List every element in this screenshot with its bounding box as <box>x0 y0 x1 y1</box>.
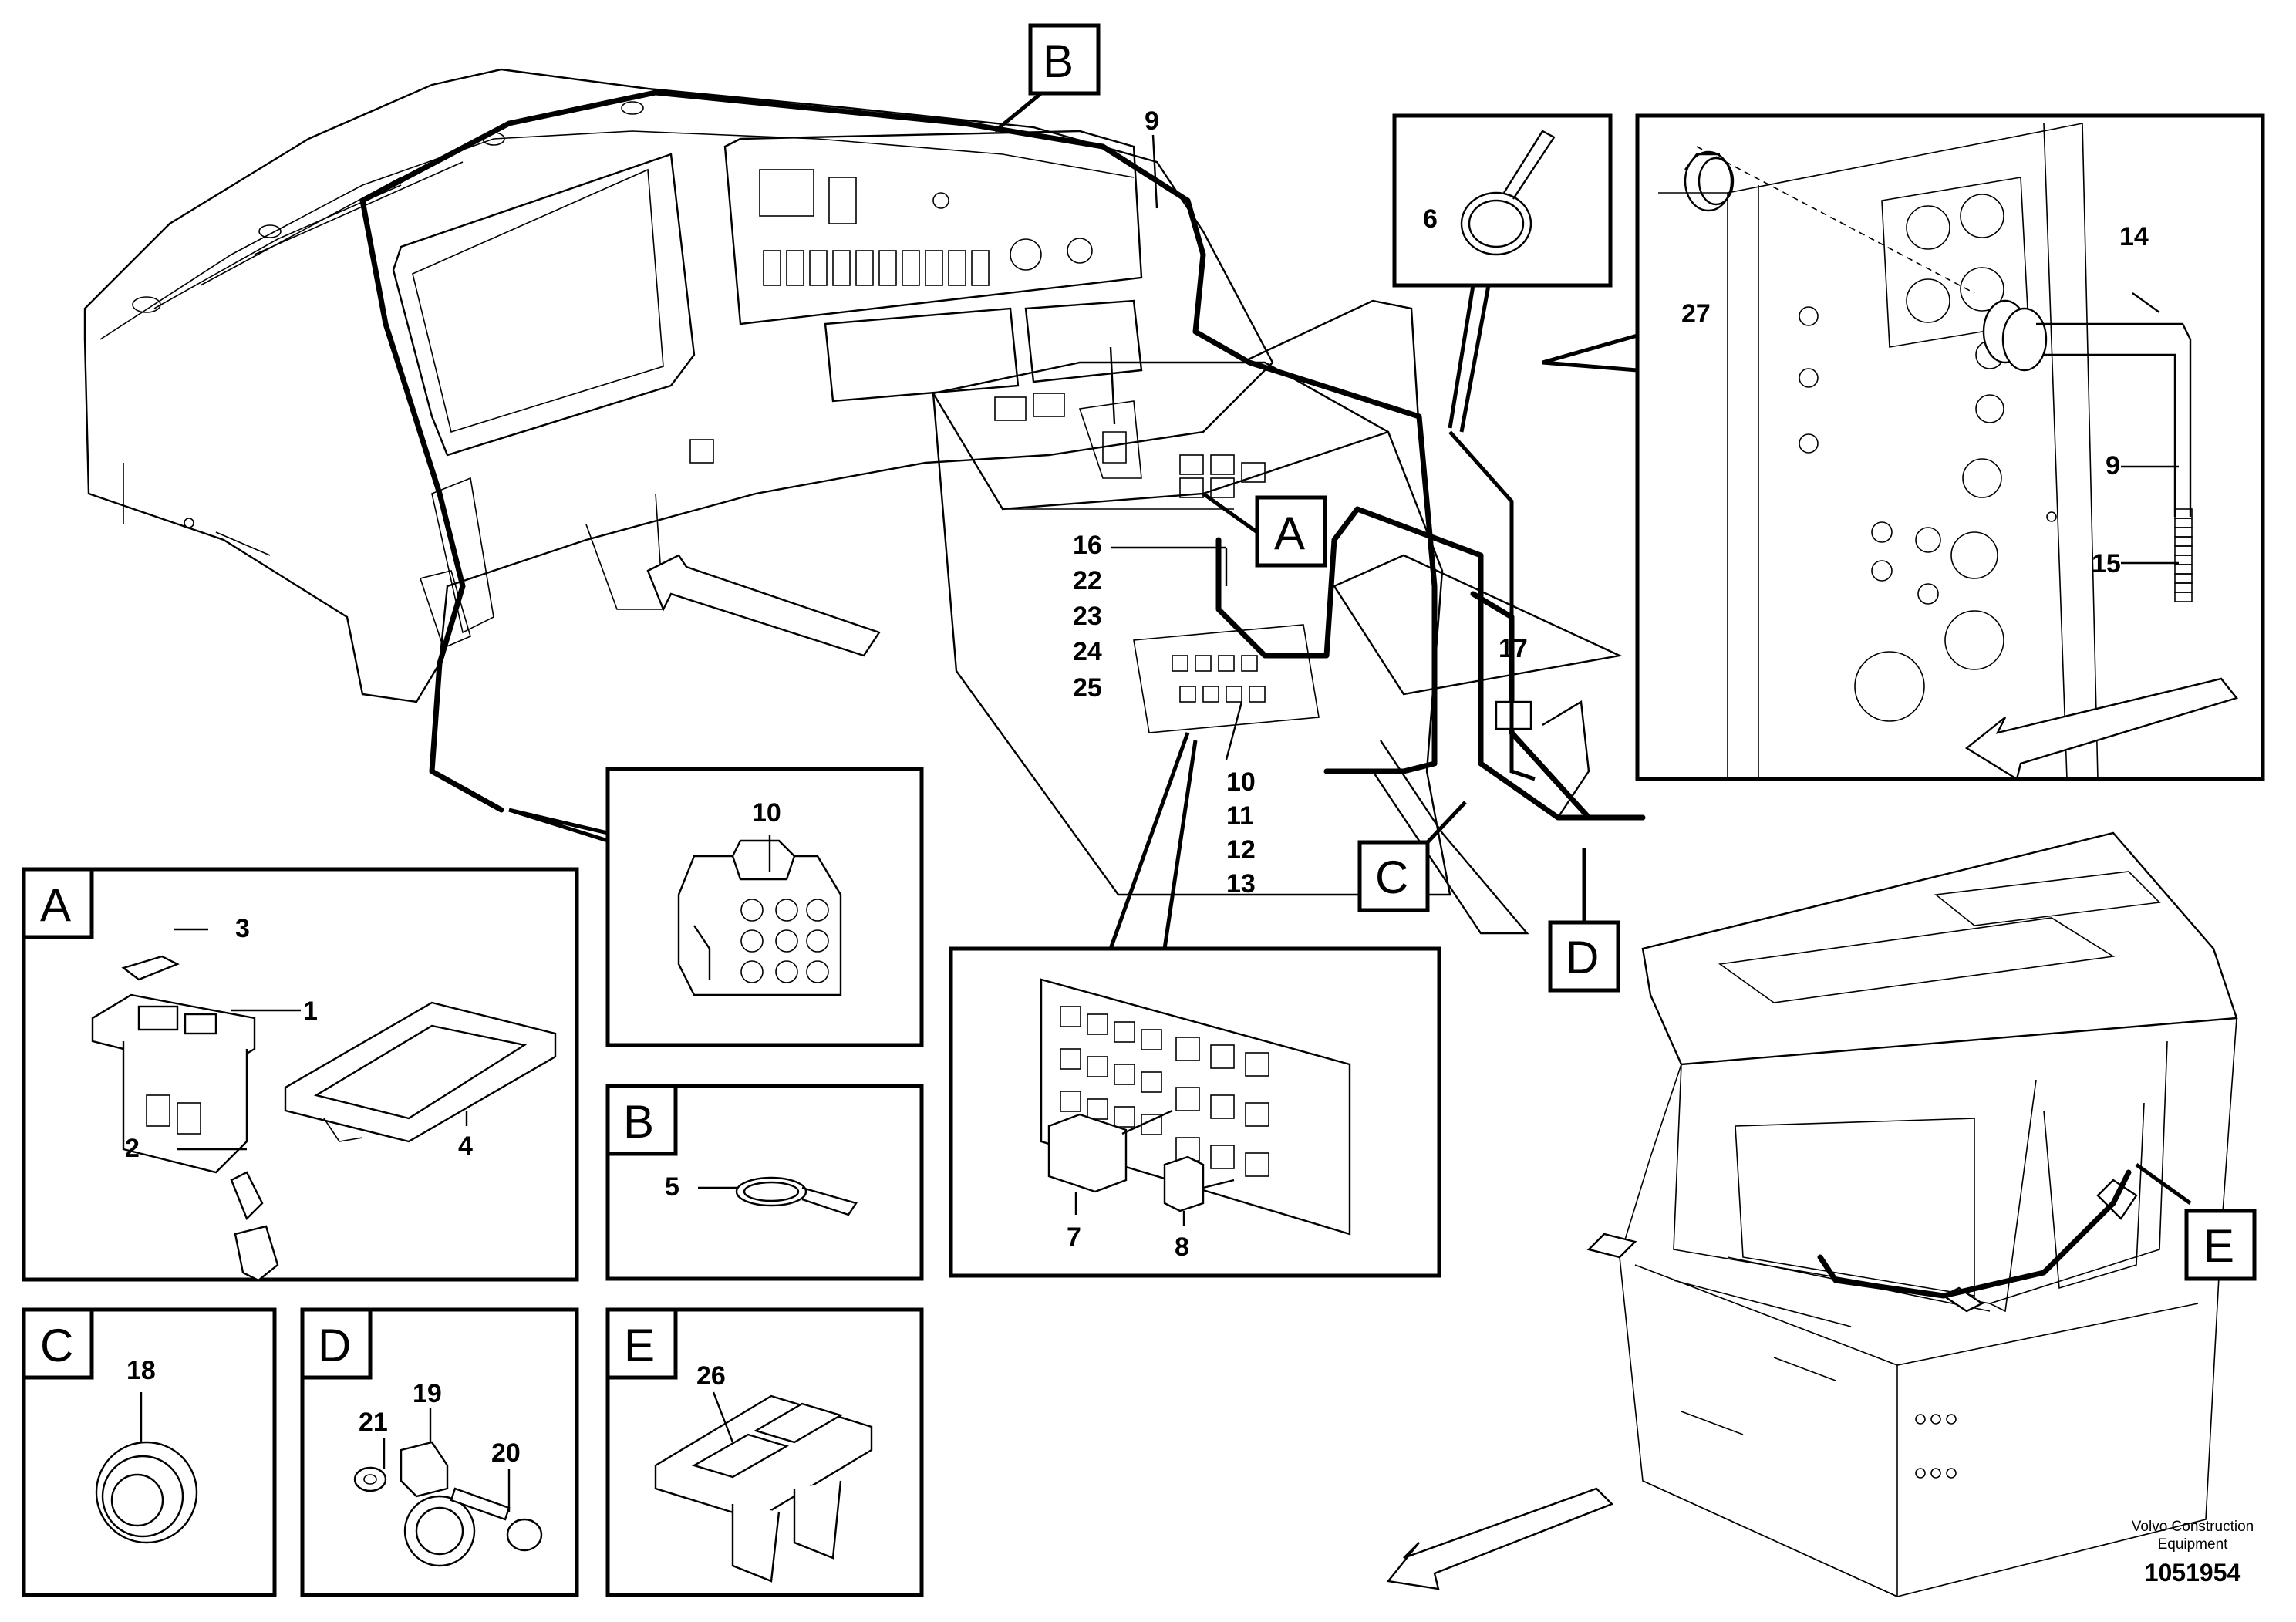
cab-drawing <box>1586 831 2238 1597</box>
label-9-top: 9 <box>1145 106 1159 136</box>
cable-tie-icon <box>1460 130 1556 256</box>
label-16: 16 <box>1073 531 1102 560</box>
detail-tag-d <box>300 1307 373 1380</box>
label-4: 4 <box>458 1131 473 1161</box>
letter-a-main: A <box>1274 508 1305 559</box>
arrow-down-left-icon <box>1386 1487 1614 1590</box>
drawing-number: 1051954 <box>2145 1559 2241 1587</box>
letter-b-detail: B <box>623 1096 654 1148</box>
label-3: 3 <box>235 914 250 943</box>
connector-10-icon <box>677 839 842 996</box>
callout-box-6 <box>1392 113 1613 288</box>
detail-tag-e <box>605 1307 678 1380</box>
label-14: 14 <box>2119 222 2149 251</box>
callout-box-relay-fuse <box>949 946 1441 1278</box>
switch-bezel-26-icon <box>654 1394 873 1583</box>
label-19: 19 <box>413 1379 442 1408</box>
grommet-18-icon <box>95 1441 198 1544</box>
label-26: 26 <box>696 1361 726 1391</box>
detail-box-a <box>22 867 579 1282</box>
label-21: 21 <box>359 1408 388 1437</box>
coiled-wire-15-icon <box>2174 508 2193 602</box>
dashboard-drawing <box>83 68 1274 703</box>
label-10-detail: 10 <box>752 798 781 828</box>
label-17: 17 <box>1499 634 1528 663</box>
label-7: 7 <box>1067 1222 1081 1252</box>
main-harness <box>359 89 1438 813</box>
label-11: 11 <box>1226 801 1254 831</box>
label-25: 25 <box>1073 673 1102 703</box>
connector-14-icon <box>1982 299 2192 517</box>
letter-e-detail: E <box>624 1320 655 1371</box>
letter-d-detail: D <box>318 1320 351 1371</box>
bulb-2-icon <box>230 1171 279 1282</box>
relay-7-icon <box>1047 1113 1128 1193</box>
detail-tag-a <box>22 867 94 939</box>
rocker-switch-1-icon <box>91 993 256 1174</box>
fuse-panel-drawing <box>1040 978 1351 1236</box>
callout-box-cab-wall <box>1635 113 2265 781</box>
arrow-up-left-icon <box>646 554 881 657</box>
label-5: 5 <box>665 1172 679 1202</box>
label-6: 6 <box>1423 204 1438 234</box>
label-24: 24 <box>1073 637 1102 666</box>
clamp-19-icon <box>400 1441 476 1567</box>
letter-b-main: B <box>1043 35 1074 87</box>
letter-d-main: D <box>1566 932 1599 983</box>
letter-e-main: E <box>2203 1220 2234 1272</box>
callout-box-10 <box>605 767 924 1047</box>
fuse-board-relays <box>1172 655 1266 703</box>
label-2: 2 <box>125 1134 140 1163</box>
tag-b-main <box>1028 23 1101 96</box>
lens-4-icon <box>284 1001 557 1143</box>
label-20: 20 <box>491 1438 521 1468</box>
letter-c-detail: C <box>40 1320 73 1371</box>
washer-21-icon <box>353 1466 387 1492</box>
detail-box-d <box>300 1307 579 1597</box>
switch-row <box>763 250 990 286</box>
label-18: 18 <box>126 1356 156 1385</box>
label-22: 22 <box>1073 566 1102 595</box>
label-8: 8 <box>1175 1233 1189 1262</box>
label-12: 12 <box>1226 835 1256 865</box>
screw-20-icon <box>450 1487 543 1552</box>
label-1: 1 <box>303 996 318 1026</box>
cable-tie-5-icon <box>735 1176 858 1216</box>
tag-c-main <box>1357 840 1430 912</box>
detail-tag-b <box>605 1084 678 1156</box>
lens-3-icon <box>121 955 180 981</box>
brand-line-2: Equipment <box>2158 1536 2229 1553</box>
arrow-left-icon <box>1964 677 2239 781</box>
harness-branch-loop <box>1215 506 1646 821</box>
console-drawing <box>932 299 1623 935</box>
fuse-8-icon <box>1163 1155 1205 1212</box>
letter-c-main: C <box>1375 851 1408 903</box>
part-labels: B A C D E A B C D E 9 6 27 14 9 15 16 22… <box>40 35 2254 1587</box>
detail-box-c <box>22 1307 277 1597</box>
letter-a-detail: A <box>40 879 71 931</box>
tag-e-main <box>2184 1209 2257 1281</box>
label-27: 27 <box>1681 299 1711 329</box>
label-13: 13 <box>1226 869 1256 899</box>
label-9-right: 9 <box>2106 451 2120 481</box>
detail-tag-c <box>22 1307 94 1380</box>
label-23: 23 <box>1073 602 1102 631</box>
detail-box-e <box>605 1307 924 1597</box>
cab-wall-drawing <box>1658 123 2099 780</box>
grommet-27-icon <box>1684 150 1735 212</box>
brand-line-1: Volvo Construction <box>2132 1519 2254 1535</box>
label-15: 15 <box>2092 549 2121 578</box>
cab-harness <box>1817 1169 2132 1299</box>
detail-box-b <box>605 1084 924 1281</box>
label-10-main: 10 <box>1226 767 1256 797</box>
